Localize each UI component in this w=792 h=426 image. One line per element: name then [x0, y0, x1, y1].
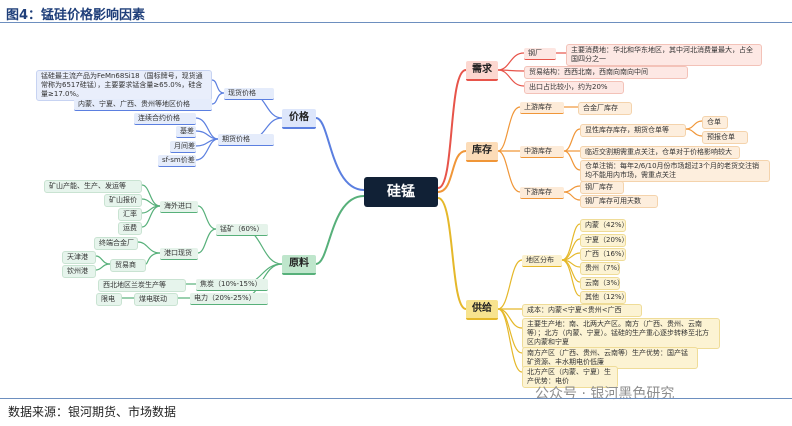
- link-raw: [315, 195, 365, 265]
- node-port-spot: 港口现货: [160, 248, 198, 260]
- node-import-item: 运费: [118, 222, 142, 235]
- node-steel-mill: 钢厂: [524, 48, 556, 60]
- node-port: 钦州港: [62, 265, 96, 278]
- node-region-distribution: 地区分布: [522, 255, 562, 267]
- node-region-share: 云南（3%）: [580, 277, 624, 290]
- node-region-share: 其他（12%）: [580, 291, 629, 304]
- node-warrant: 仓单: [702, 116, 728, 129]
- node-import-item: 矿山报价: [104, 194, 142, 207]
- node-producing-areas: 主要生产地：南、北两大产区。南方（广西、贵州、云南等）；北方（内蒙、宁夏）。锰硅…: [522, 318, 720, 349]
- node-trader: 贸易商: [110, 259, 146, 272]
- node-mill-inventory: 钢厂库存: [580, 181, 624, 194]
- node-import-item: 汇率: [118, 208, 142, 221]
- node-cost-ranking: 成本：内蒙<宁夏<贵州<广西: [522, 304, 642, 317]
- node-north-advantage: 北方产区（内蒙、宁夏）生产优势：电价: [522, 366, 618, 388]
- bottom-rule: [0, 398, 792, 399]
- node-power-factor: 煤电联动: [134, 293, 178, 306]
- node-sample-inventory: 显性库存库存，期货仓单等: [580, 124, 686, 137]
- node-futures-item: 月间差: [170, 141, 196, 153]
- branch-raw: 原料: [282, 255, 316, 275]
- figure-title: 图4：锰硅价格影响因素: [6, 8, 146, 23]
- node-trade-structure: 贸易结构：西西北南，西南向南向中间: [524, 66, 688, 79]
- node-futures-item: sf-sm价差: [158, 155, 196, 167]
- node-steel-note: 主要消费地：华北和华东地区，其中河北消费量最大，占全国四分之一: [566, 44, 762, 66]
- node-alloy-inventory: 合金厂库存: [578, 102, 632, 115]
- node-spot-price: 现货价格: [224, 88, 274, 100]
- node-coke: 焦炭（10%-15%）: [196, 279, 268, 291]
- node-region-share: 宁夏（20%）: [580, 234, 629, 247]
- top-rule: [0, 22, 792, 23]
- branch-supply: 供给: [466, 300, 498, 320]
- data-source: 数据来源：银河期货、市场数据: [8, 405, 177, 419]
- link-demand: [437, 69, 467, 189]
- link-supply: [437, 197, 467, 310]
- node-region-share: 内蒙（42%）: [580, 219, 629, 232]
- branch-price: 价格: [282, 109, 316, 129]
- node-warrant-rule: 仓单注销：每年2/6/10月份市场超过3个月的老货交注销均不能用内市场，需重点关…: [580, 160, 770, 182]
- node-power: 电力（20%-25%）: [190, 293, 268, 305]
- node-delivery-focus: 临近交割期需重点关注，仓单对于价格影响较大: [580, 146, 740, 159]
- link-inventory: [437, 150, 467, 193]
- node-upstream-inventory: 上游库存: [520, 102, 564, 114]
- branch-inventory: 库存: [466, 142, 498, 162]
- node-downstream-inventory: 下游库存: [520, 187, 564, 199]
- node-overseas-import: 海外进口: [160, 201, 198, 213]
- node-coke-region: 西北地区兰炭生产等: [98, 279, 186, 292]
- link-price: [315, 117, 365, 191]
- node-import-item: 矿山产能、生产、发运等: [44, 180, 142, 193]
- node-power-factor: 限电: [96, 293, 122, 306]
- node-alloy-plant: 终端合金厂: [94, 237, 138, 250]
- node-region-share: 广西（16%）: [580, 248, 629, 261]
- branch-demand: 需求: [466, 61, 498, 81]
- node-middle-inventory: 中游库存: [520, 146, 564, 158]
- node-futures-item: 基差: [176, 126, 196, 138]
- node-spot-regions: 内蒙、宁夏、广西、贵州等地区价格: [74, 99, 212, 111]
- node-export-share: 出口占比较小，约为20%: [524, 81, 624, 94]
- center-topic: 硅锰: [364, 177, 438, 207]
- node-manganese-ore: 锰矿（60%）: [216, 224, 268, 236]
- watermark: 公众号 · 银河黑色研究: [535, 386, 675, 402]
- node-futures-item: 连续合约价格: [134, 113, 196, 125]
- node-region-share: 贵州（7%）: [580, 262, 624, 275]
- node-forecast-warrant: 预报仓单: [702, 131, 748, 144]
- node-mill-inventory-days: 钢厂库存可用天数: [580, 195, 658, 208]
- node-futures-price: 期货价格: [218, 134, 274, 146]
- node-spot-note: 锰硅最主流产品为FeMn68Si18（国标牌号，现货通常称为6517硅锰），主要…: [36, 70, 212, 101]
- node-port: 天津港: [62, 251, 96, 264]
